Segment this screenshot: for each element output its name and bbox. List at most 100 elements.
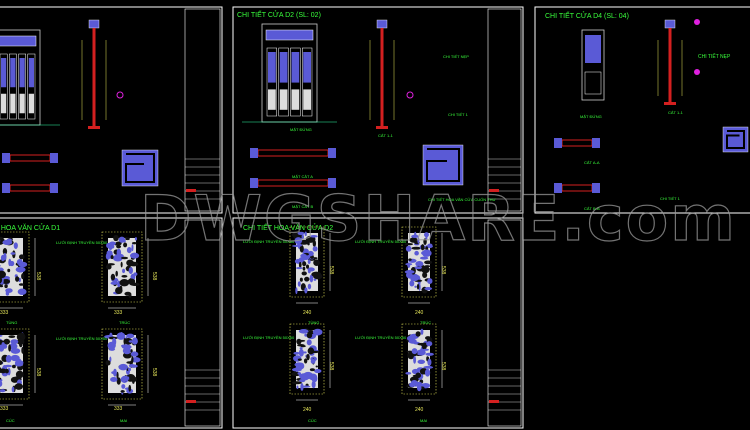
pattern-motif: [298, 261, 302, 268]
pattern-motif: [305, 264, 310, 269]
detail-marker: [406, 91, 414, 99]
pattern-motif: [298, 339, 306, 342]
pattern-motif: [425, 352, 434, 356]
pattern-motif: [406, 350, 414, 353]
pattern-motif: [123, 242, 128, 248]
pattern-motif: [5, 354, 12, 363]
height-dim: 538: [151, 368, 157, 377]
door-panel: [584, 71, 602, 95]
pattern-motif: [424, 287, 433, 291]
pattern-motif: [109, 241, 116, 246]
detail-marker: [116, 91, 124, 99]
pattern-motif: [128, 384, 132, 392]
grid-note: LƯỚI ĐỊNH TRUYỀN 50X50: [355, 239, 407, 244]
pattern-motif: [299, 277, 303, 282]
pattern-motif: [422, 271, 428, 279]
plan-jamb: [50, 183, 58, 193]
plan-section: [9, 184, 51, 192]
pattern-motif: [128, 340, 134, 343]
pattern-motif: [415, 331, 421, 337]
pattern-motif: [420, 256, 429, 260]
pattern-motif: [105, 360, 111, 366]
pattern-motif: [295, 266, 303, 270]
label-d4-detail: CHI TIẾT 1: [660, 196, 681, 201]
pattern-motif: [122, 268, 126, 274]
pattern-motif: [405, 372, 412, 375]
pattern-motif: [309, 274, 314, 283]
pattern-motif: [306, 332, 313, 339]
label-d4-elevation: MẶT ĐỨNG: [580, 114, 602, 119]
pattern-motif: [311, 380, 316, 389]
door-carving: [268, 89, 276, 110]
sheet-door-d2: [0, 6, 223, 214]
section-profile: [92, 28, 96, 128]
pattern-motif: [405, 245, 412, 252]
pattern-motif: [15, 370, 24, 379]
pattern-motif: [127, 367, 132, 372]
pattern-motif: [133, 272, 138, 276]
pattern-motif: [301, 234, 305, 239]
door-carving: [28, 93, 34, 114]
pattern-motif: [404, 243, 414, 246]
detail-marker: [694, 19, 700, 25]
pattern-grid: [289, 226, 325, 298]
grid-note: LƯỚI ĐỊNH TRUYỀN 50X50: [56, 240, 108, 245]
sheet-pattern-d2: [232, 217, 524, 429]
pattern-motif: [299, 257, 306, 261]
pattern-motif: [315, 365, 318, 368]
panel-label: CÚC: [308, 418, 317, 423]
pattern-motif: [303, 371, 313, 380]
pattern-motif: [310, 358, 316, 364]
plan-jamb: [592, 183, 600, 193]
pattern-motif: [14, 383, 24, 390]
pattern-motif: [126, 259, 134, 267]
pattern-motif: [422, 249, 432, 257]
pattern-motif: [423, 365, 434, 369]
label-elevation: MẶT ĐỨNG: [290, 127, 312, 132]
pattern-motif: [303, 351, 307, 354]
panel-label: MAI: [120, 418, 127, 423]
door-glass: [268, 52, 276, 83]
door-carving: [303, 89, 311, 110]
pattern-motif: [7, 268, 11, 273]
pattern-motif: [0, 236, 4, 240]
pattern-motif: [10, 339, 19, 345]
pattern-motif: [307, 283, 312, 290]
pattern-motif: [17, 288, 27, 295]
door-leaf: [302, 47, 313, 117]
pattern-motif: [1, 279, 11, 285]
label-trim: CHI TIẾT NẸP: [443, 54, 469, 59]
label-section-a: MẶT CẮT A: [292, 174, 313, 179]
pattern-motif: [418, 283, 421, 292]
pattern-motif: [120, 261, 123, 268]
pattern-motif: [105, 252, 111, 260]
pattern-motif: [116, 377, 121, 385]
pattern-motif: [121, 384, 126, 389]
pattern-d2-labels: LƯỚI ĐỊNH TRUYỀN 50X50 LƯỚI ĐỊNH TRUYỀN …: [243, 239, 446, 423]
panel-label: TRÚC: [420, 320, 431, 325]
section-profile: [668, 28, 672, 104]
pattern-motif: [131, 244, 134, 252]
pattern-grid: [401, 226, 437, 298]
pattern-motif: [0, 360, 3, 366]
door-leaf: [278, 47, 289, 117]
pattern-motif: [8, 335, 16, 339]
pattern-motif: [0, 377, 2, 380]
pattern-motif: [302, 261, 307, 267]
section-base: [88, 126, 100, 129]
panel-label: MAI: [420, 418, 427, 423]
pattern-motif: [16, 338, 25, 345]
plan-jamb: [50, 153, 58, 163]
pattern-motif: [10, 252, 16, 255]
pattern-motif: [404, 270, 415, 274]
pattern-motif: [409, 382, 416, 388]
width-dim: 333: [114, 406, 123, 412]
pattern-motif: [110, 273, 116, 281]
label-section-b: MẶT CẮT B: [292, 204, 314, 209]
pattern-motif: [132, 337, 138, 345]
height-dim: 538: [440, 362, 446, 371]
pattern-motif: [0, 344, 5, 352]
pattern-grid: [101, 231, 143, 303]
door-leaf: [266, 47, 277, 117]
